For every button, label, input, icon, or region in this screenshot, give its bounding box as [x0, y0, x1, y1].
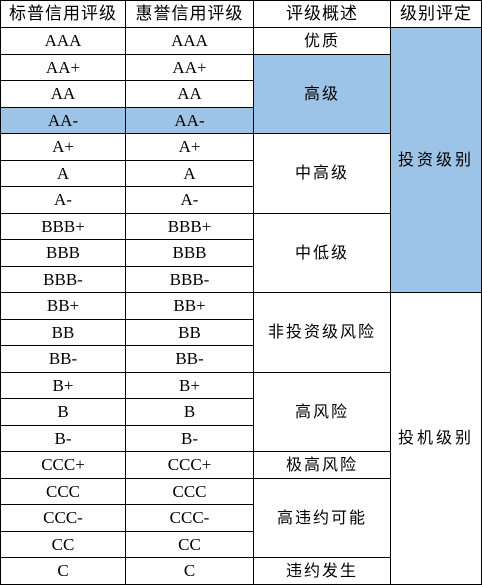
table-row: BBB+ BBB+ 中低级: [0, 212, 482, 293]
header-fitch-rating: 惠誉信用评级: [125, 0, 254, 28]
table-row: B+ B+ 高风险: [0, 371, 482, 452]
fitch-rating-cell: BBB-: [125, 265, 254, 293]
overview-cell-default-likely: 高违约可能: [253, 477, 391, 558]
sp-rating-cell: AA: [0, 80, 126, 108]
sp-rating-cell: BBB+: [0, 212, 126, 240]
overview-cell-high: 高级: [253, 53, 391, 134]
header-category: 级别评定: [390, 0, 482, 28]
fitch-rating-cell: CCC+: [125, 451, 254, 479]
sp-rating-cell: B: [0, 398, 126, 426]
overview-cell-premium: 优质: [253, 27, 391, 55]
table-row: BBB- BBB-: [0, 265, 482, 293]
fitch-rating-cell: BBB: [125, 239, 254, 267]
fitch-rating-cell: C: [125, 557, 254, 585]
fitch-rating-cell: A: [125, 159, 254, 187]
overview-cell-non-investment-risk: 非投资级风险: [253, 292, 391, 373]
fitch-rating-cell: B: [125, 398, 254, 426]
table-row: B- B-: [0, 424, 482, 452]
table-row: A- A-: [0, 186, 482, 214]
category-cell-investment: 投资级别: [390, 27, 482, 293]
sp-rating-cell: CC: [0, 530, 126, 558]
fitch-rating-cell: BB: [125, 318, 254, 346]
category-cell-speculative: 投机级别: [390, 292, 482, 585]
table-row: BB+ BB+ 非投资级风险 投机级别: [0, 292, 482, 585]
sp-rating-cell: CCC-: [0, 504, 126, 532]
fitch-rating-cell: A+: [125, 133, 254, 161]
table-row-highlighted: AA- AA-: [0, 106, 482, 134]
header-row: 标普信用评级 惠誉信用评级 评级概述 级别评定: [0, 0, 482, 28]
fitch-rating-cell: AAA: [125, 27, 254, 55]
table-row: C C 违约发生: [0, 557, 482, 585]
sp-rating-cell: CCC: [0, 477, 126, 505]
fitch-rating-cell-highlighted: AA-: [125, 106, 254, 134]
overview-cell-default-occurred: 违约发生: [253, 557, 391, 585]
overview-cell-very-high-risk: 极高风险: [253, 451, 391, 479]
sp-rating-cell: AAA: [0, 27, 126, 55]
table-row: A A: [0, 159, 482, 187]
fitch-rating-cell: BB+: [125, 292, 254, 320]
table-row: CCC- CCC-: [0, 504, 482, 532]
sp-rating-cell: BB: [0, 318, 126, 346]
fitch-rating-cell: A-: [125, 186, 254, 214]
sp-rating-cell: BBB: [0, 239, 126, 267]
fitch-rating-cell: AA+: [125, 53, 254, 81]
table-row: A+ A+ 中高级: [0, 133, 482, 214]
header-overview: 评级概述: [253, 0, 391, 28]
fitch-rating-cell: CCC-: [125, 504, 254, 532]
sp-rating-cell: C: [0, 557, 126, 585]
sp-rating-cell: CCC+: [0, 451, 126, 479]
sp-rating-cell: A-: [0, 186, 126, 214]
sp-rating-cell: AA+: [0, 53, 126, 81]
fitch-rating-cell: BBB+: [125, 212, 254, 240]
fitch-rating-cell: B+: [125, 371, 254, 399]
sp-rating-cell: A: [0, 159, 126, 187]
fitch-rating-cell: BB-: [125, 345, 254, 373]
overview-cell-lower-medium: 中低级: [253, 212, 391, 293]
sp-rating-cell-highlighted: AA-: [0, 106, 126, 134]
fitch-rating-cell: B-: [125, 424, 254, 452]
overview-cell-high-risk: 高风险: [253, 371, 391, 452]
sp-rating-cell: BB+: [0, 292, 126, 320]
table-row: AAA AAA 优质 投资级别: [0, 27, 482, 293]
sp-rating-cell: A+: [0, 133, 126, 161]
sp-rating-cell: B+: [0, 371, 126, 399]
sp-rating-cell: BB-: [0, 345, 126, 373]
overview-cell-upper-medium: 中高级: [253, 133, 391, 214]
table-row: AA+ AA+ 高级: [0, 53, 482, 134]
sp-rating-cell: B-: [0, 424, 126, 452]
fitch-rating-cell: AA: [125, 80, 254, 108]
header-sp-rating: 标普信用评级: [0, 0, 126, 28]
fitch-rating-cell: CC: [125, 530, 254, 558]
sp-rating-cell: BBB-: [0, 265, 126, 293]
table-row: BB BB: [0, 318, 482, 346]
fitch-rating-cell: CCC: [125, 477, 254, 505]
table-row: CCC CCC 高违约可能: [0, 477, 482, 558]
